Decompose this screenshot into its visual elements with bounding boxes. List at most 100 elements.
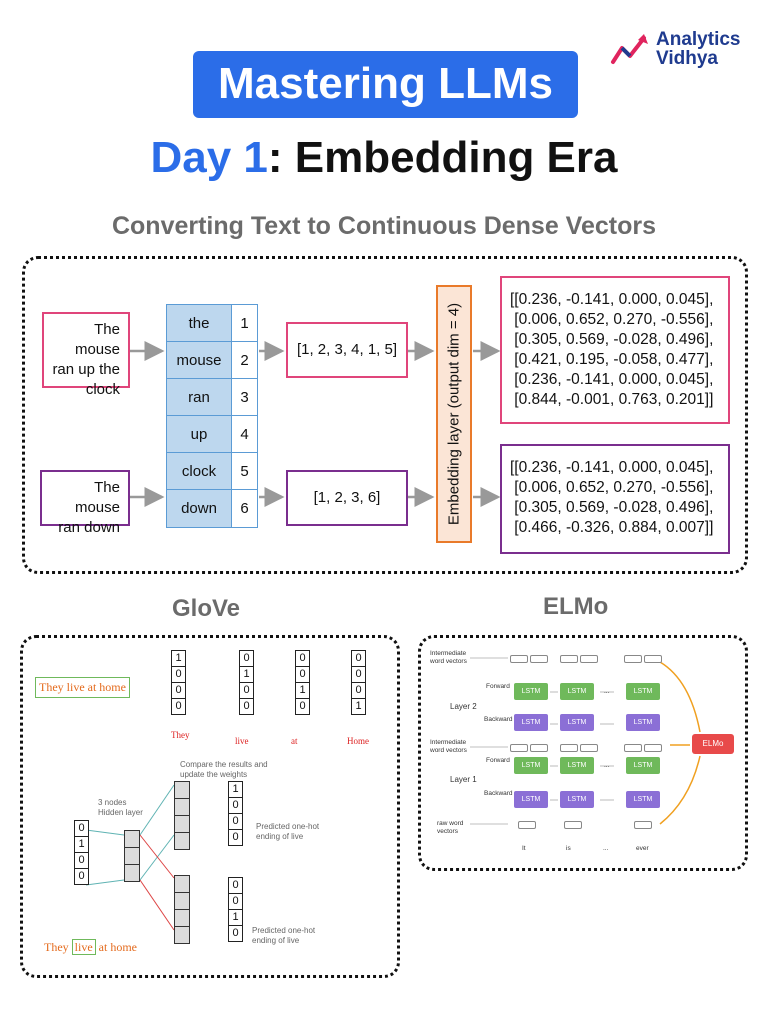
lstm-cell: LSTM	[514, 757, 548, 774]
vocab-index: 1	[232, 305, 257, 341]
label-line: word vectors	[430, 658, 467, 665]
glove-heading: GloVe	[172, 595, 241, 622]
bit: 0	[172, 667, 185, 683]
bit: 0	[240, 683, 253, 699]
vocab-index: 3	[232, 379, 257, 415]
bit: 0	[240, 699, 253, 714]
index-sequence-1: [1, 2, 3, 4, 1, 5]	[286, 322, 408, 378]
bit: 1	[229, 910, 242, 926]
lstm-cell: LSTM	[560, 683, 594, 700]
word-vector	[530, 744, 548, 752]
label-line: Intermediate	[430, 650, 467, 657]
page-title: Mastering LLMs	[193, 51, 578, 118]
forward-label: Forward	[486, 683, 510, 690]
forward-label: Forward	[486, 757, 510, 764]
sentence-1-line: ran up the	[52, 361, 120, 378]
word-vector	[624, 655, 642, 663]
bit: 0	[172, 683, 185, 699]
word-vector	[510, 744, 528, 752]
word-vector	[530, 655, 548, 663]
label-line: ending of live	[256, 832, 304, 841]
word-vector	[644, 744, 662, 752]
label-line: Predicted one-hot	[252, 926, 316, 935]
bit: 0	[229, 878, 242, 894]
backward-label: Backward	[484, 716, 513, 723]
analytics-vidhya-logo: Analytics Vidhya	[610, 28, 760, 72]
vocab-index: 5	[232, 453, 257, 489]
token-label: ever	[636, 845, 649, 852]
lstm-cell: LSTM	[514, 683, 548, 700]
vocab-word: the	[167, 305, 232, 341]
bit: 0	[296, 699, 309, 714]
lstm-cell: LSTM	[560, 757, 594, 774]
token-label: ...	[603, 845, 609, 852]
sentence-part: They	[44, 940, 72, 954]
label-line: word vectors	[430, 747, 467, 754]
bit: 0	[352, 683, 365, 699]
bit: 0	[229, 830, 242, 845]
label-line: Predicted one-hot	[256, 822, 320, 831]
hidden-layer-nodes	[124, 830, 140, 882]
glove-panel	[20, 635, 400, 978]
bit: 1	[296, 683, 309, 699]
elmo-heading: ELMo	[543, 593, 609, 620]
word-vector	[580, 655, 598, 663]
bit: 1	[75, 837, 88, 853]
page-subtitle: Day 1: Embedding Era	[0, 128, 768, 188]
glove-sentence-top: They live at home	[35, 677, 130, 698]
bit: 0	[229, 894, 242, 910]
logo-chart-icon	[611, 34, 648, 64]
vocab-word: down	[167, 490, 232, 527]
raw-word-vector	[564, 821, 582, 829]
label-line: vectors	[437, 828, 458, 835]
word-vector	[560, 744, 578, 752]
lstm-cell: LSTM	[514, 714, 548, 731]
label-line: raw word	[437, 820, 464, 827]
vocab-index: 4	[232, 416, 257, 452]
token-label: It	[522, 845, 526, 852]
label-line: Compare the results and	[180, 760, 268, 769]
word-vector	[580, 744, 598, 752]
sentence-1-box: The mouse ran up the clock	[42, 312, 130, 398]
bit: 0	[240, 651, 253, 667]
vocab-word: up	[167, 416, 232, 452]
vocab-word: mouse	[167, 342, 232, 378]
word-label: at	[291, 736, 298, 746]
word-label: live	[235, 736, 249, 746]
bit: 0	[296, 651, 309, 667]
vocab-word: ran	[167, 379, 232, 415]
layer-1-label: Layer 1	[450, 775, 477, 784]
bit: 0	[75, 853, 88, 869]
word-label: They	[171, 730, 190, 740]
ellipsis: ...	[604, 688, 610, 695]
lstm-cell: LSTM	[560, 714, 594, 731]
word-vector	[510, 655, 528, 663]
word-vector	[560, 655, 578, 663]
elmo-output-node: ELMo	[692, 734, 734, 754]
lstm-cell: LSTM	[626, 714, 660, 731]
lstm-cell: LSTM	[514, 791, 548, 808]
lstm-cell: LSTM	[626, 757, 660, 774]
label-line: 3 nodes	[98, 798, 127, 807]
bit: 1	[352, 699, 365, 714]
vocab-index: 6	[232, 490, 257, 527]
embedding-vectors-2: [[0.236, -0.141, 0.000, 0.045], [0.006, …	[500, 444, 730, 554]
logo-line1: Analytics	[656, 29, 741, 50]
sentence-2-line: ran down	[58, 519, 120, 536]
bit: 0	[296, 667, 309, 683]
